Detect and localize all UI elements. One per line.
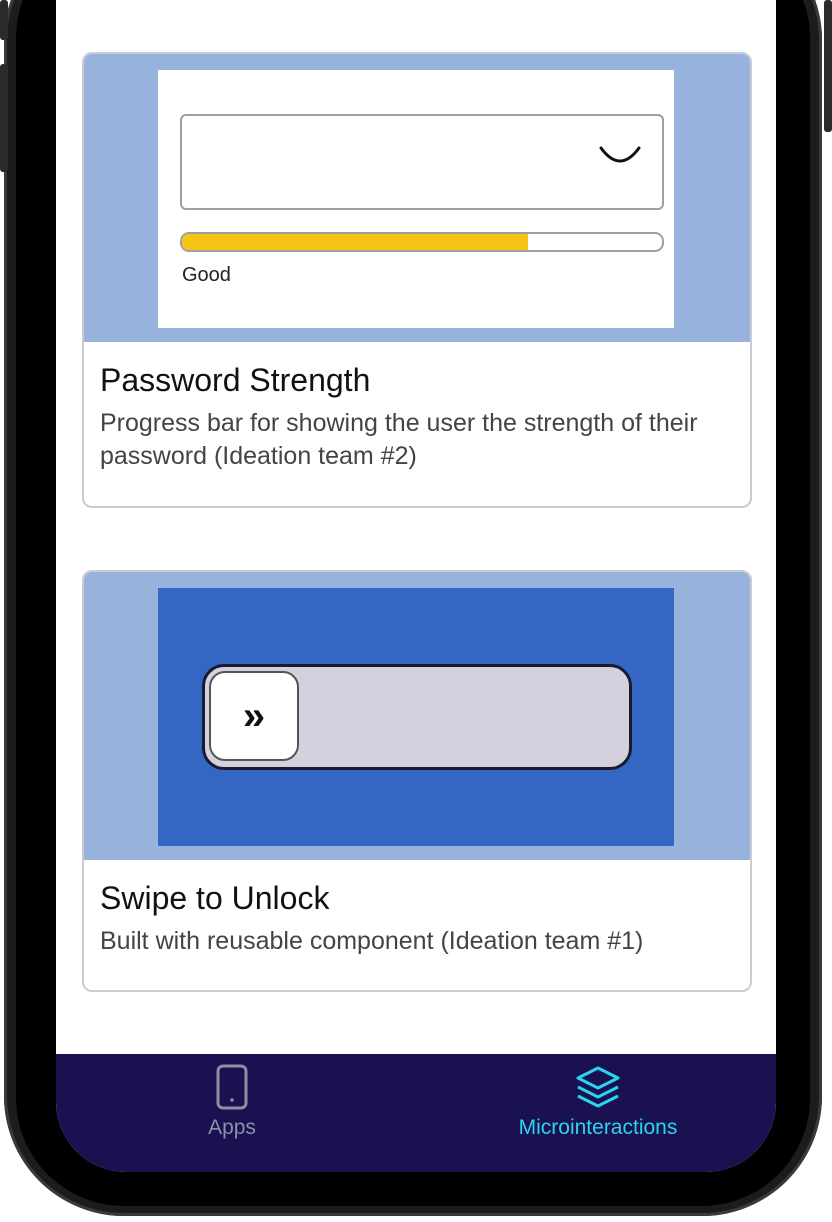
smile-icon (599, 146, 641, 163)
tab-label: Apps (208, 1116, 256, 1139)
screen: Good Password Strength Progress bar for … (56, 0, 776, 1172)
volume-button (0, 0, 8, 40)
strength-label: Good (182, 264, 231, 286)
card-preview: Good (84, 54, 750, 342)
swipe-track: » (202, 664, 632, 770)
card-description: Built with reusable component (Ideation … (100, 927, 644, 955)
password-field (180, 114, 664, 210)
layers-icon (576, 1066, 620, 1108)
card-password-strength[interactable]: Good Password Strength Progress bar for … (82, 52, 752, 508)
card-title: Swipe to Unlock (100, 880, 330, 916)
card-title: Password Strength (100, 362, 371, 398)
tab-label: Microinteractions (518, 1116, 678, 1139)
swipe-knob: » (209, 671, 299, 761)
phone-icon (216, 1064, 248, 1110)
power-button (824, 0, 832, 132)
card-swipe-to-unlock[interactable]: » Swipe to Unlock Built with reusable co… (82, 570, 752, 992)
swipe-preview: » (158, 588, 674, 846)
card-body: Password Strength Progress bar for showi… (84, 342, 750, 473)
volume-button (0, 64, 8, 172)
bottom-tab-bar: Apps Microinteractions (56, 1054, 776, 1172)
card-body: Swipe to Unlock Built with reusable comp… (84, 860, 750, 958)
card-description: Progress bar for showing the user the st… (100, 409, 698, 470)
double-chevron-right-icon: » (242, 693, 265, 738)
strength-progress-bar (180, 232, 664, 252)
password-preview: Good (158, 70, 674, 328)
tab-apps[interactable]: Apps (112, 1060, 352, 1160)
strength-progress-fill (182, 234, 528, 250)
card-preview: » (84, 572, 750, 860)
tab-microinteractions[interactable]: Microinteractions (478, 1060, 718, 1160)
